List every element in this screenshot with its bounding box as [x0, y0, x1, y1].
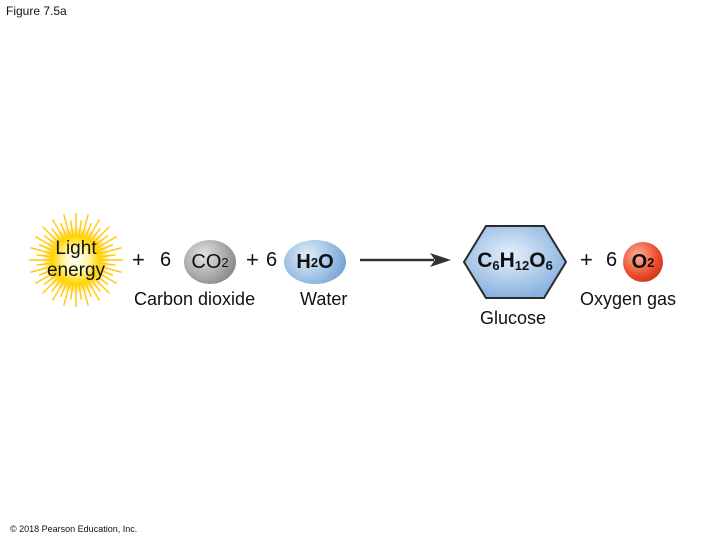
plus-sign: +: [580, 247, 593, 272]
co2-formula-main: CO: [191, 250, 222, 273]
plus-sign: +: [246, 247, 259, 272]
sun-icon: [29, 213, 123, 307]
glucose-formula-part: 6: [492, 258, 500, 273]
oxygen-gas-label: Oxygen gas: [580, 289, 677, 309]
light-energy-line1: Light: [55, 238, 97, 259]
o2-formula-sub: 2: [647, 254, 655, 270]
glucose-formula-part: 6: [545, 258, 553, 273]
h2o-coefficient: 6: [266, 249, 278, 271]
o2-coefficient: 6: [606, 249, 618, 271]
glucose-formula-part: O: [529, 249, 546, 272]
glucose-formula-part: C: [477, 249, 493, 272]
co2-coefficient: 6: [160, 249, 172, 271]
h2o-formula-end: O: [318, 250, 334, 273]
light-energy-label: Light energy: [28, 238, 124, 282]
glucose-label: Glucose: [480, 308, 547, 328]
water-label: Water: [300, 289, 348, 309]
light-energy-line2: energy: [46, 260, 106, 281]
co2-formula-sub: 2: [221, 254, 229, 270]
glucose-hexagon: [462, 225, 568, 299]
h2o-formula-sub: 2: [310, 254, 319, 270]
copyright: © 2018 Pearson Education, Inc.: [10, 524, 138, 534]
figure-label: Figure 7.5a: [6, 4, 67, 18]
glucose-formula-part: 12: [514, 258, 530, 273]
reaction-arrow: [360, 253, 451, 267]
glucose-formula: C6H12O6: [462, 249, 568, 273]
plus-sign: +: [132, 247, 145, 272]
carbon-dioxide-label: Carbon dioxide: [134, 289, 256, 309]
glucose-formula-part: H: [499, 249, 515, 272]
o2-formula-main: O: [631, 250, 648, 273]
h2o-formula-main: H: [296, 250, 311, 273]
